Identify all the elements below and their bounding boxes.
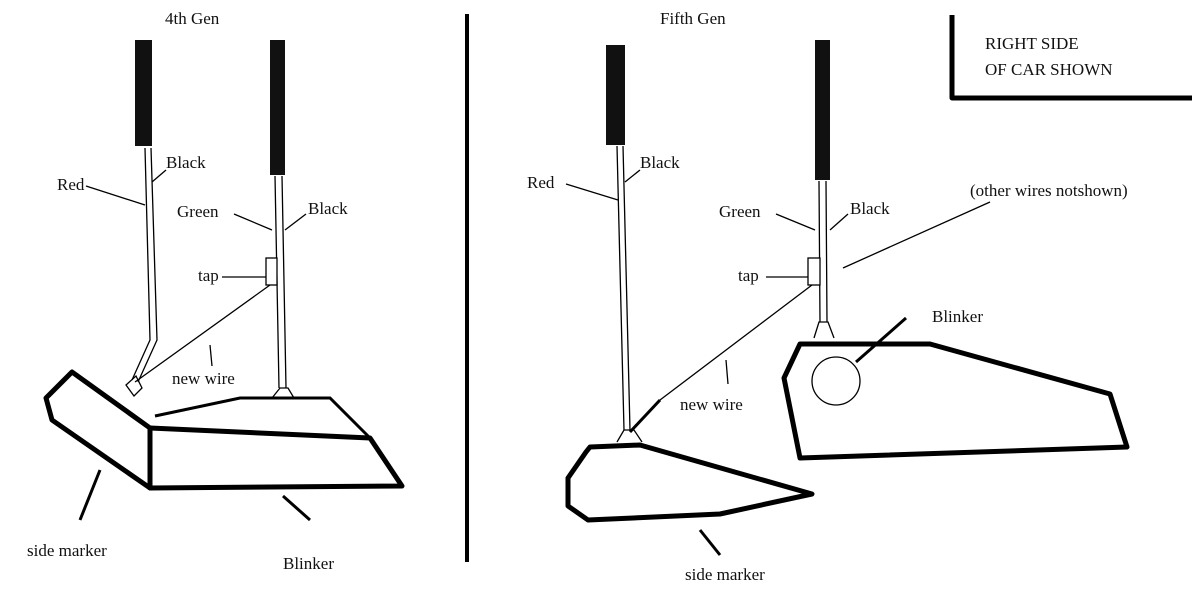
right-blinker-bulb [811, 356, 861, 406]
note-line-2: OF CAR SHOWN [985, 60, 1113, 79]
right-new-wire [659, 284, 813, 401]
note-line-1: RIGHT SIDE [985, 34, 1079, 53]
label-black-2: Black [850, 199, 890, 218]
label-black: Black [166, 153, 206, 172]
label-black-2: Black [308, 199, 348, 218]
label-side-marker: side marker [685, 565, 765, 584]
left-side-marker-connector [131, 40, 158, 383]
title-4th-gen: 4th Gen [165, 9, 220, 28]
label-red: Red [57, 175, 85, 194]
label-side-marker: side marker [27, 541, 107, 560]
left-new-wire [134, 284, 271, 383]
label-black: Black [640, 153, 680, 172]
right-blinker-connector [813, 40, 835, 339]
left-blinker-lamp [147, 425, 405, 491]
label-green: Green [177, 202, 219, 221]
label-new-wire: new wire [172, 369, 235, 388]
title-fifth-gen: Fifth Gen [660, 9, 726, 28]
right-side-marker-connector [606, 45, 643, 443]
right-tap-connector [807, 257, 821, 286]
label-tap: tap [198, 266, 219, 285]
note-bracket [949, 15, 1192, 101]
left-blinker-top [154, 396, 372, 440]
label-new-wire: new wire [680, 395, 743, 414]
right-side-marker-lamp [565, 442, 815, 523]
left-side-marker-lamp [43, 369, 153, 491]
left-blinker-connector [270, 40, 295, 399]
right-blinker-lamp [781, 341, 1130, 461]
label-red: Red [527, 173, 555, 192]
label-blinker: Blinker [283, 554, 334, 573]
label-other-wires: (other wires notshown) [970, 181, 1128, 200]
left-bulb-socket [125, 374, 143, 397]
divider [465, 14, 469, 562]
left-tap-connector [265, 257, 278, 286]
label-blinker: Blinker [932, 307, 983, 326]
label-green: Green [719, 202, 761, 221]
label-tap: tap [738, 266, 759, 285]
